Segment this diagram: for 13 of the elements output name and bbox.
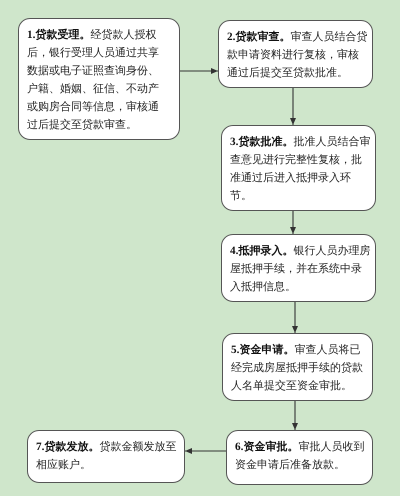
process-box: 5.资金申请。审查人员将已经完成房屋抵押手续的贷款人名单提交至资金审批。	[222, 333, 373, 401]
arrow	[292, 401, 298, 430]
arrow	[290, 211, 296, 234]
arrow	[292, 302, 298, 333]
process-box: 4.抵押录入。银行人员办理房屋抵押手续，并在系统中录入抵押信息。	[221, 234, 376, 302]
process-box: 7.贷款发放。贷款金额发放至相应账户。	[27, 430, 185, 483]
process-box: 6.资金审批。审批人员收到资金申请后准备放款。	[226, 430, 373, 485]
arrow	[180, 68, 218, 74]
process-box: 2.贷款审查。审查人员结合贷款申请资料进行复核，审核通过后提交至贷款批准。	[218, 20, 373, 88]
process-box: 3.贷款批准。批准人员结合审查意见进行完整性复核，批准通过后进入抵押录入环节。	[221, 125, 376, 211]
process-box: 1.贷款受理。经贷款人授权后，银行受理人员通过共享数据或电子证照查询身份、户籍、婚姻、征信、不动产或购房合同等信息，审核通过后提交至贷款审查。	[18, 18, 180, 140]
arrow	[290, 88, 296, 125]
arrow	[185, 448, 226, 454]
